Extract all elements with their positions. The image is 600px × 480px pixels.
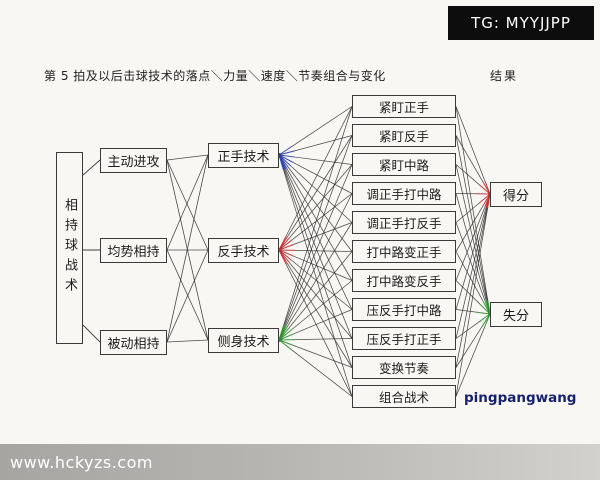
node-tactic-9: 压反手打正手: [352, 327, 456, 350]
node-lose-point: 失分: [490, 302, 542, 327]
diagram-title: 第 5 拍及以后击球技术的落点＼力量＼速度＼节奏组合与变化: [44, 69, 386, 83]
node-tactic-8: 压反手打中路: [352, 298, 456, 321]
node-tactic-1: 紧盯正手: [352, 95, 456, 118]
node-even-rally: 均势相持: [100, 238, 167, 263]
bottom-watermark-bar: www.hckyzs.com: [0, 444, 600, 480]
top-watermark: TG: MYYJJPP: [448, 6, 594, 40]
node-tactic-11: 组合战术: [352, 385, 456, 408]
node-active-attack: 主动进攻: [100, 148, 167, 173]
node-rally-tactics: 相持球战术: [56, 152, 83, 344]
node-rally-tactics-label: 相持球战术: [62, 198, 77, 298]
node-tactic-3: 紧盯中路: [352, 153, 456, 176]
node-passive-rally: 被动相持: [100, 330, 167, 355]
node-tactic-5: 调正手打反手: [352, 211, 456, 234]
node-tactic-10: 变换节奏: [352, 356, 456, 379]
node-tactic-4: 调正手打中路: [352, 182, 456, 205]
node-tactic-7: 打中路变反手: [352, 269, 456, 292]
node-forehand-technique: 正手技术: [208, 143, 279, 168]
node-tactic-6: 打中路变正手: [352, 240, 456, 263]
result-label: 结果: [490, 69, 519, 83]
node-pivot-technique: 侧身技术: [208, 328, 279, 353]
site-watermark: pingpangwang: [464, 390, 577, 406]
node-backhand-technique: 反手技术: [208, 238, 279, 263]
node-tactic-2: 紧盯反手: [352, 124, 456, 147]
node-score-point: 得分: [490, 182, 542, 207]
bottom-watermark-text: www.hckyzs.com: [10, 452, 153, 472]
